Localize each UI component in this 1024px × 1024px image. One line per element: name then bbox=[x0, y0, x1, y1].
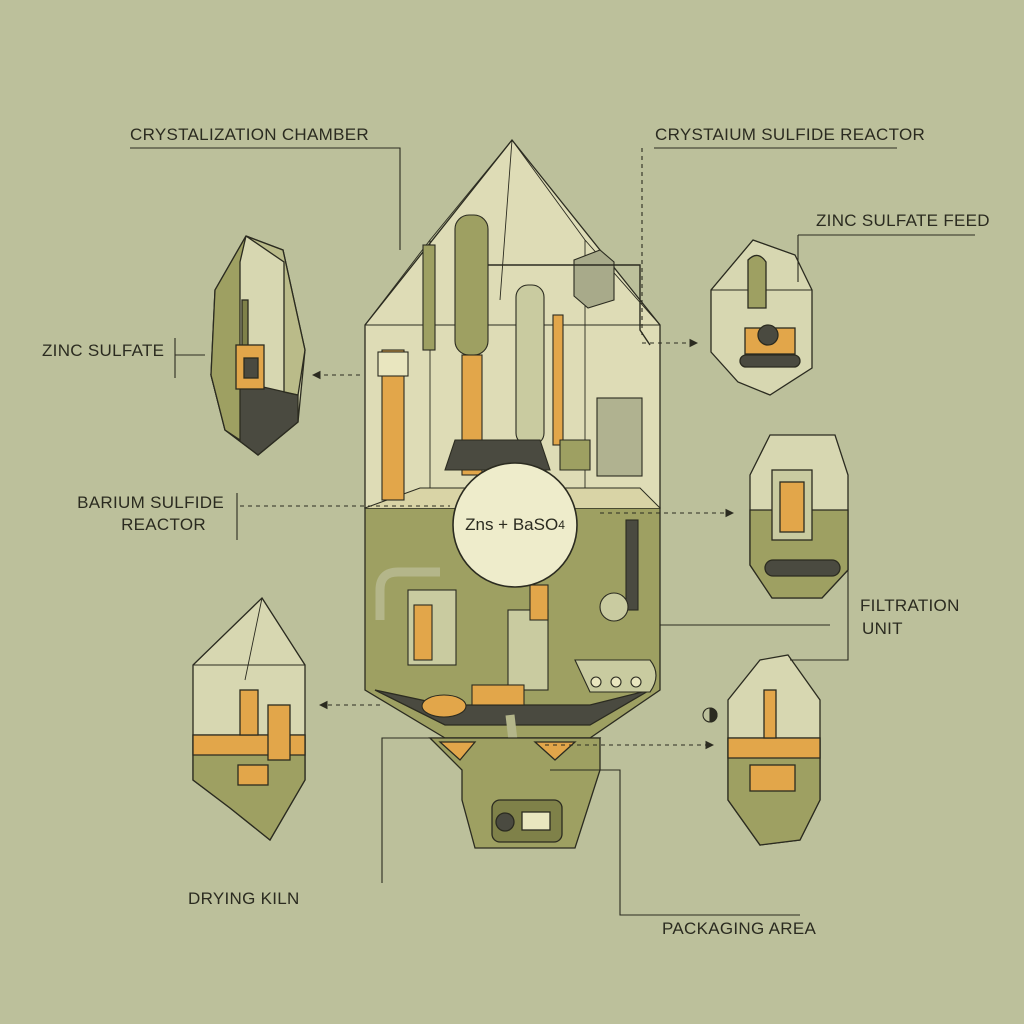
label-barium-sulfide-reactor-line1: BARIUM SULFIDE bbox=[77, 493, 224, 512]
label-drying-kiln: DRYING KILN bbox=[188, 889, 300, 908]
formula-text: Zns + BaSO bbox=[465, 515, 559, 534]
label-crystaium-sulfide-reactor: CRYSTAIUM SULFIDE REACTOR bbox=[655, 125, 926, 144]
pod-zinc-sulfate bbox=[210, 235, 306, 456]
pod-packaging-area bbox=[727, 654, 821, 846]
label-filtration-unit-line2: UNIT bbox=[862, 619, 903, 638]
central-equipment-upper bbox=[377, 214, 651, 501]
label-barium-sulfide-reactor-line2: REACTOR bbox=[121, 515, 206, 534]
pod-zinc-sulfate-feed bbox=[710, 239, 813, 396]
formula-subscript: 4 bbox=[558, 518, 565, 532]
packaging-pod bbox=[428, 737, 601, 849]
label-zinc-sulfate: ZINC SULFATE bbox=[42, 341, 165, 360]
pod-filtration-unit bbox=[749, 434, 849, 599]
formula-circle bbox=[452, 462, 578, 588]
label-packaging-area: PACKAGING AREA bbox=[662, 919, 817, 938]
label-zinc-sulfate-feed: ZINC SULFATE FEED bbox=[816, 211, 990, 230]
leader-lines bbox=[130, 147, 975, 916]
label-filtration-unit-line1: FILTRATION bbox=[860, 596, 960, 615]
label-crystallization-chamber: CRYSTALIZATION CHAMBER bbox=[130, 125, 369, 144]
pod-drying-kiln bbox=[192, 596, 306, 841]
